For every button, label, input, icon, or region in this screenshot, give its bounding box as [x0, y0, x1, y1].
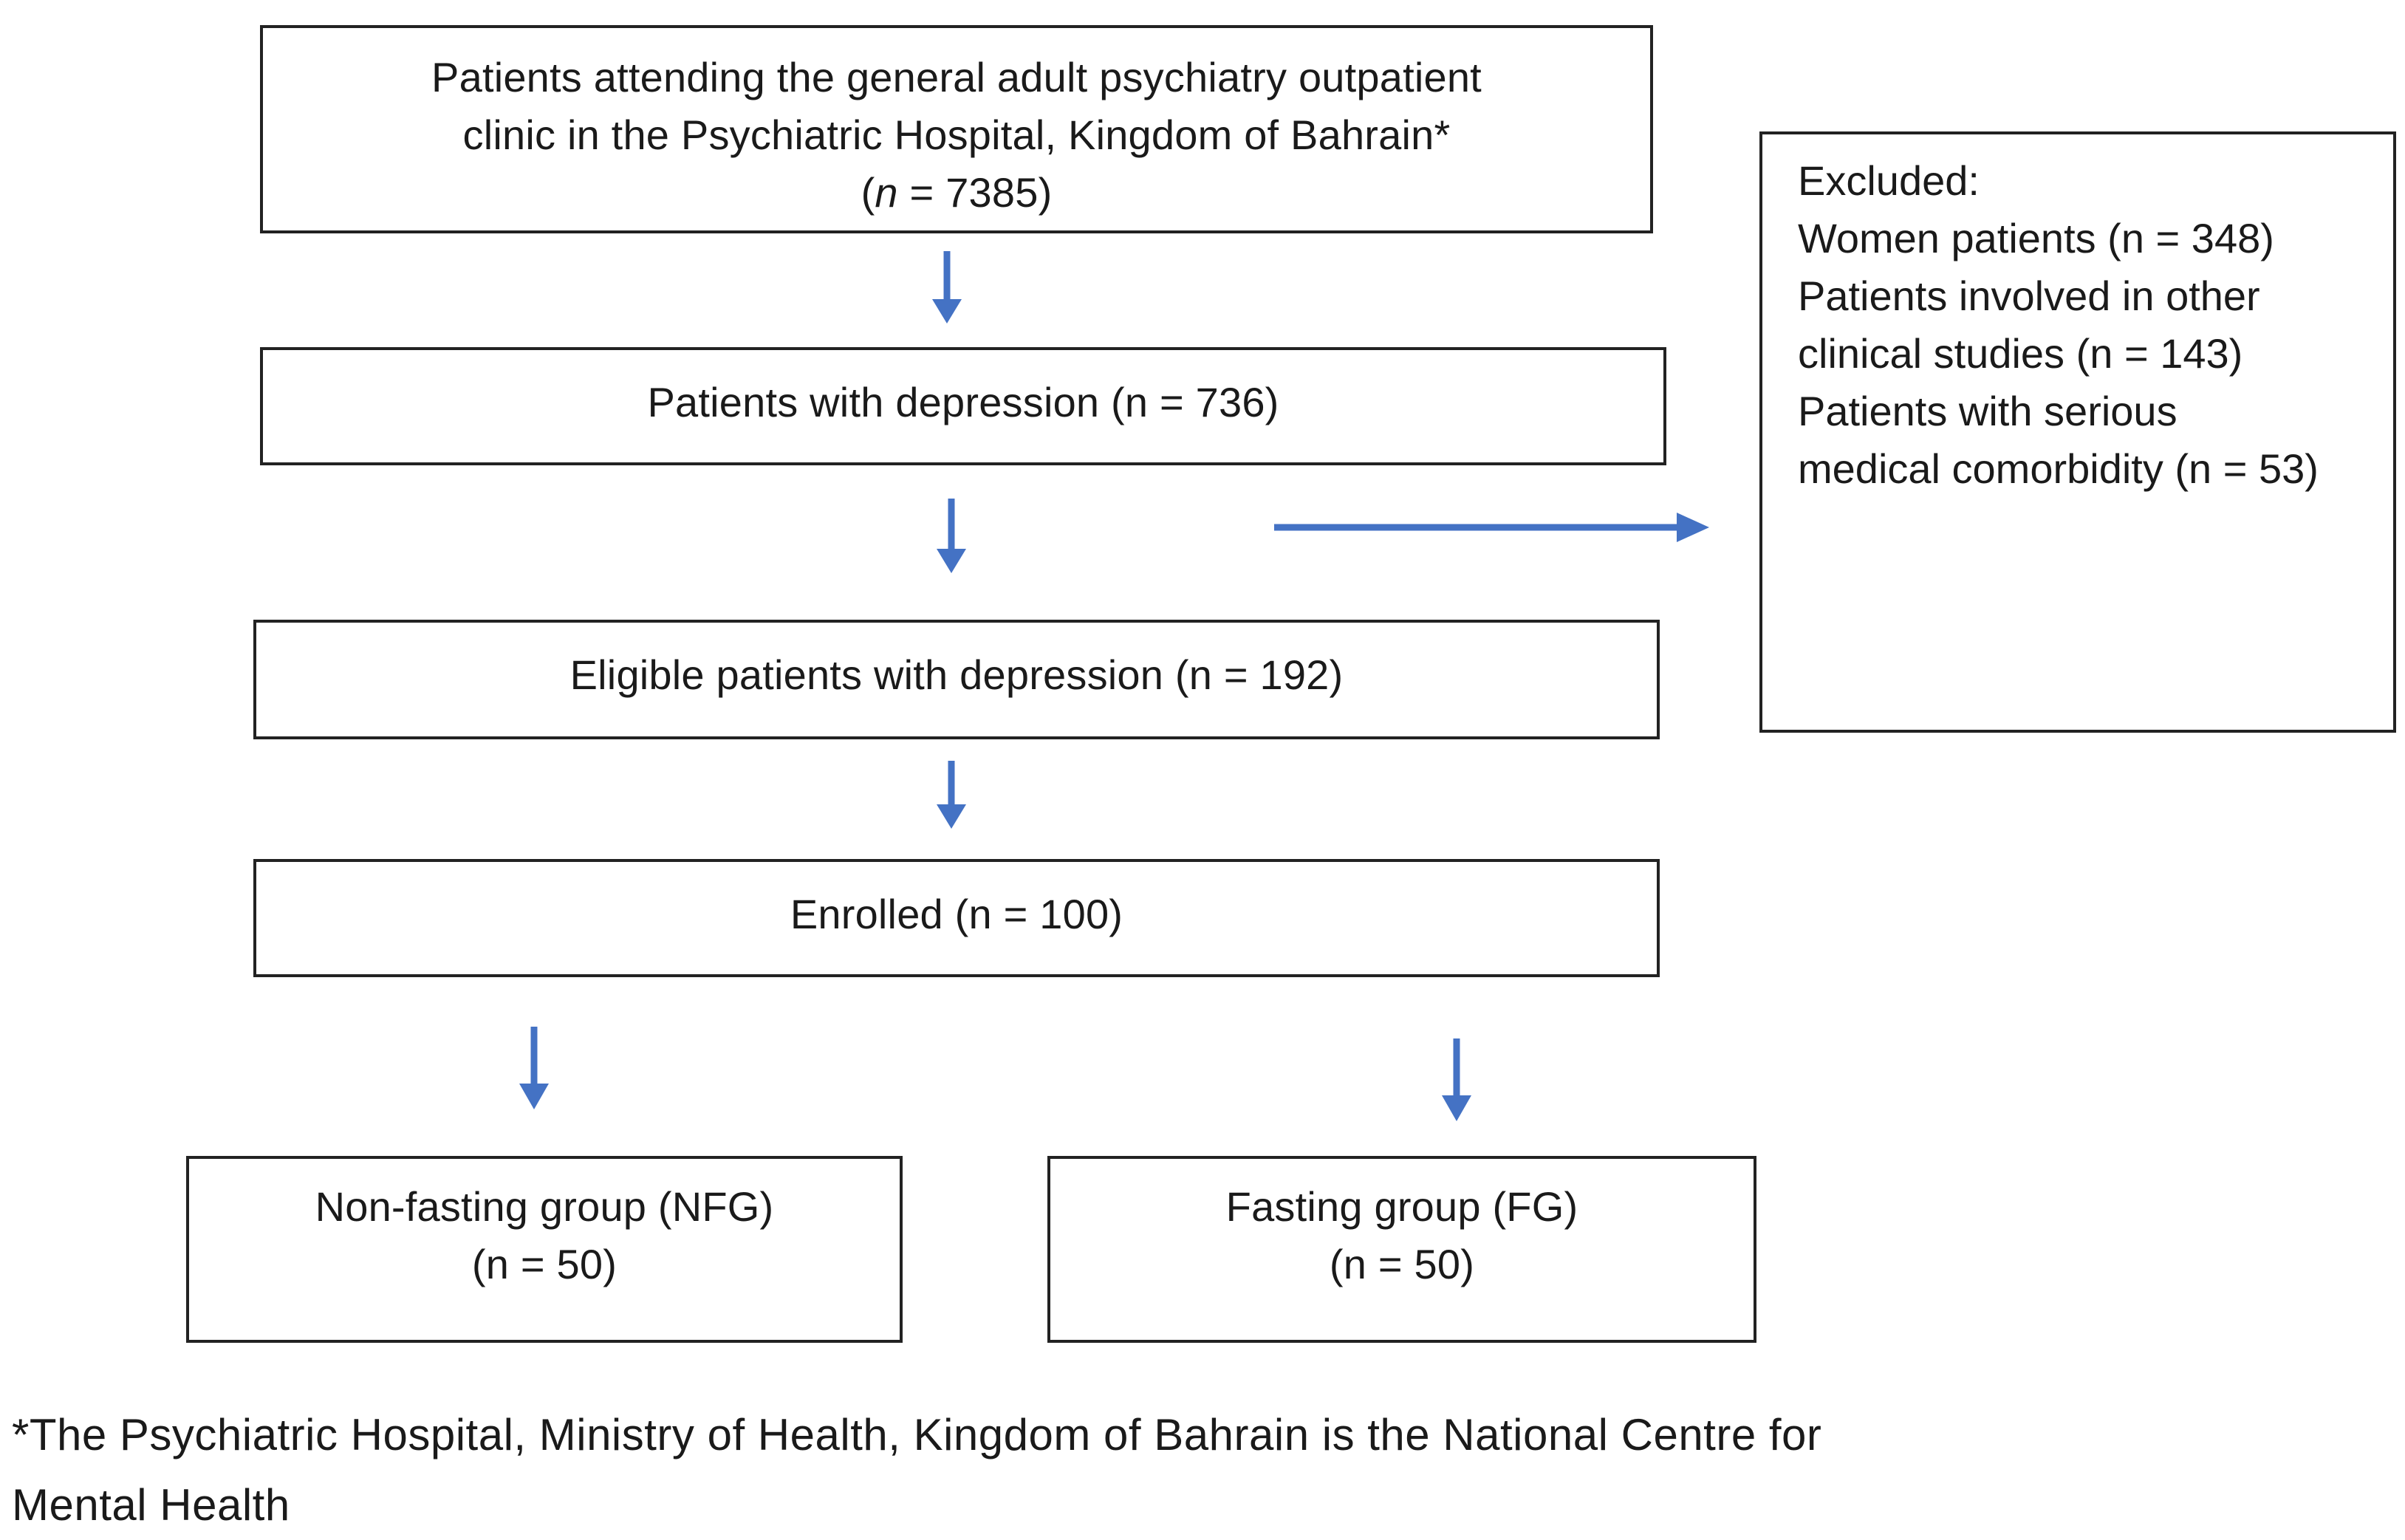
fasting-count: (n = 50) — [1329, 1241, 1475, 1287]
footnote-line-1: *The Psychiatric Hospital, Ministry of H… — [12, 1410, 1822, 1459]
n-symbol: n — [875, 169, 898, 216]
non-fasting-count: (n = 50) — [471, 1241, 618, 1287]
excluded-item-studies-2: clinical studies (n = 143) — [1798, 330, 2243, 377]
non-fasting-text: Non-fasting group (NFG) (n = 50) — [189, 1178, 900, 1293]
population-count-value: = 7385) — [897, 169, 1053, 216]
excluded-item-comorbidity-1: Patients with serious — [1798, 388, 2178, 434]
excluded-text: Excluded: Women patients (n = 348) Patie… — [1798, 152, 2319, 498]
population-box: Patients attending the general adult psy… — [260, 25, 1653, 233]
eligible-box: Eligible patients with depression (n = 1… — [253, 620, 1660, 739]
population-text: Patients attending the general adult psy… — [263, 49, 1650, 222]
arrow-head-excluded — [1677, 513, 1709, 542]
population-line-1: Patients attending the general adult psy… — [431, 54, 1482, 100]
enrolled-box: Enrolled (n = 100) — [253, 859, 1660, 977]
depression-box: Patients with depression (n = 736) — [260, 347, 1666, 465]
arrow-head-2 — [937, 549, 966, 573]
arrow-head-4 — [519, 1084, 549, 1109]
arrow-head-3 — [937, 804, 966, 829]
non-fasting-box: Non-fasting group (NFG) (n = 50) — [186, 1156, 903, 1343]
footnote: *The Psychiatric Hospital, Ministry of H… — [12, 1400, 1821, 1540]
arrow-head-1 — [932, 299, 962, 324]
depression-label: Patients with depression (n = 736) — [647, 379, 1279, 425]
population-line-2: clinic in the Psychiatric Hospital, King… — [462, 112, 1451, 158]
excluded-item-studies-1: Patients involved in other — [1798, 273, 2260, 319]
fasting-box: Fasting group (FG) (n = 50) — [1047, 1156, 1756, 1343]
excluded-box: Excluded: Women patients (n = 348) Patie… — [1759, 131, 2396, 733]
eligible-label: Eligible patients with depression (n = 1… — [569, 651, 1344, 698]
excluded-heading: Excluded: — [1798, 157, 1980, 204]
excluded-item-women: Women patients (n = 348) — [1798, 215, 2274, 261]
arrow-head-5 — [1442, 1095, 1471, 1121]
enrolled-label: Enrolled (n = 100) — [790, 891, 1123, 937]
population-count: (n = 7385) — [861, 169, 1053, 216]
fasting-title: Fasting group (FG) — [1225, 1183, 1578, 1230]
footnote-line-2: Mental Health — [12, 1480, 290, 1530]
excluded-item-comorbidity-2: medical comorbidity (n = 53) — [1798, 445, 2319, 492]
fasting-text: Fasting group (FG) (n = 50) — [1050, 1178, 1754, 1293]
non-fasting-title: Non-fasting group (NFG) — [315, 1183, 774, 1230]
